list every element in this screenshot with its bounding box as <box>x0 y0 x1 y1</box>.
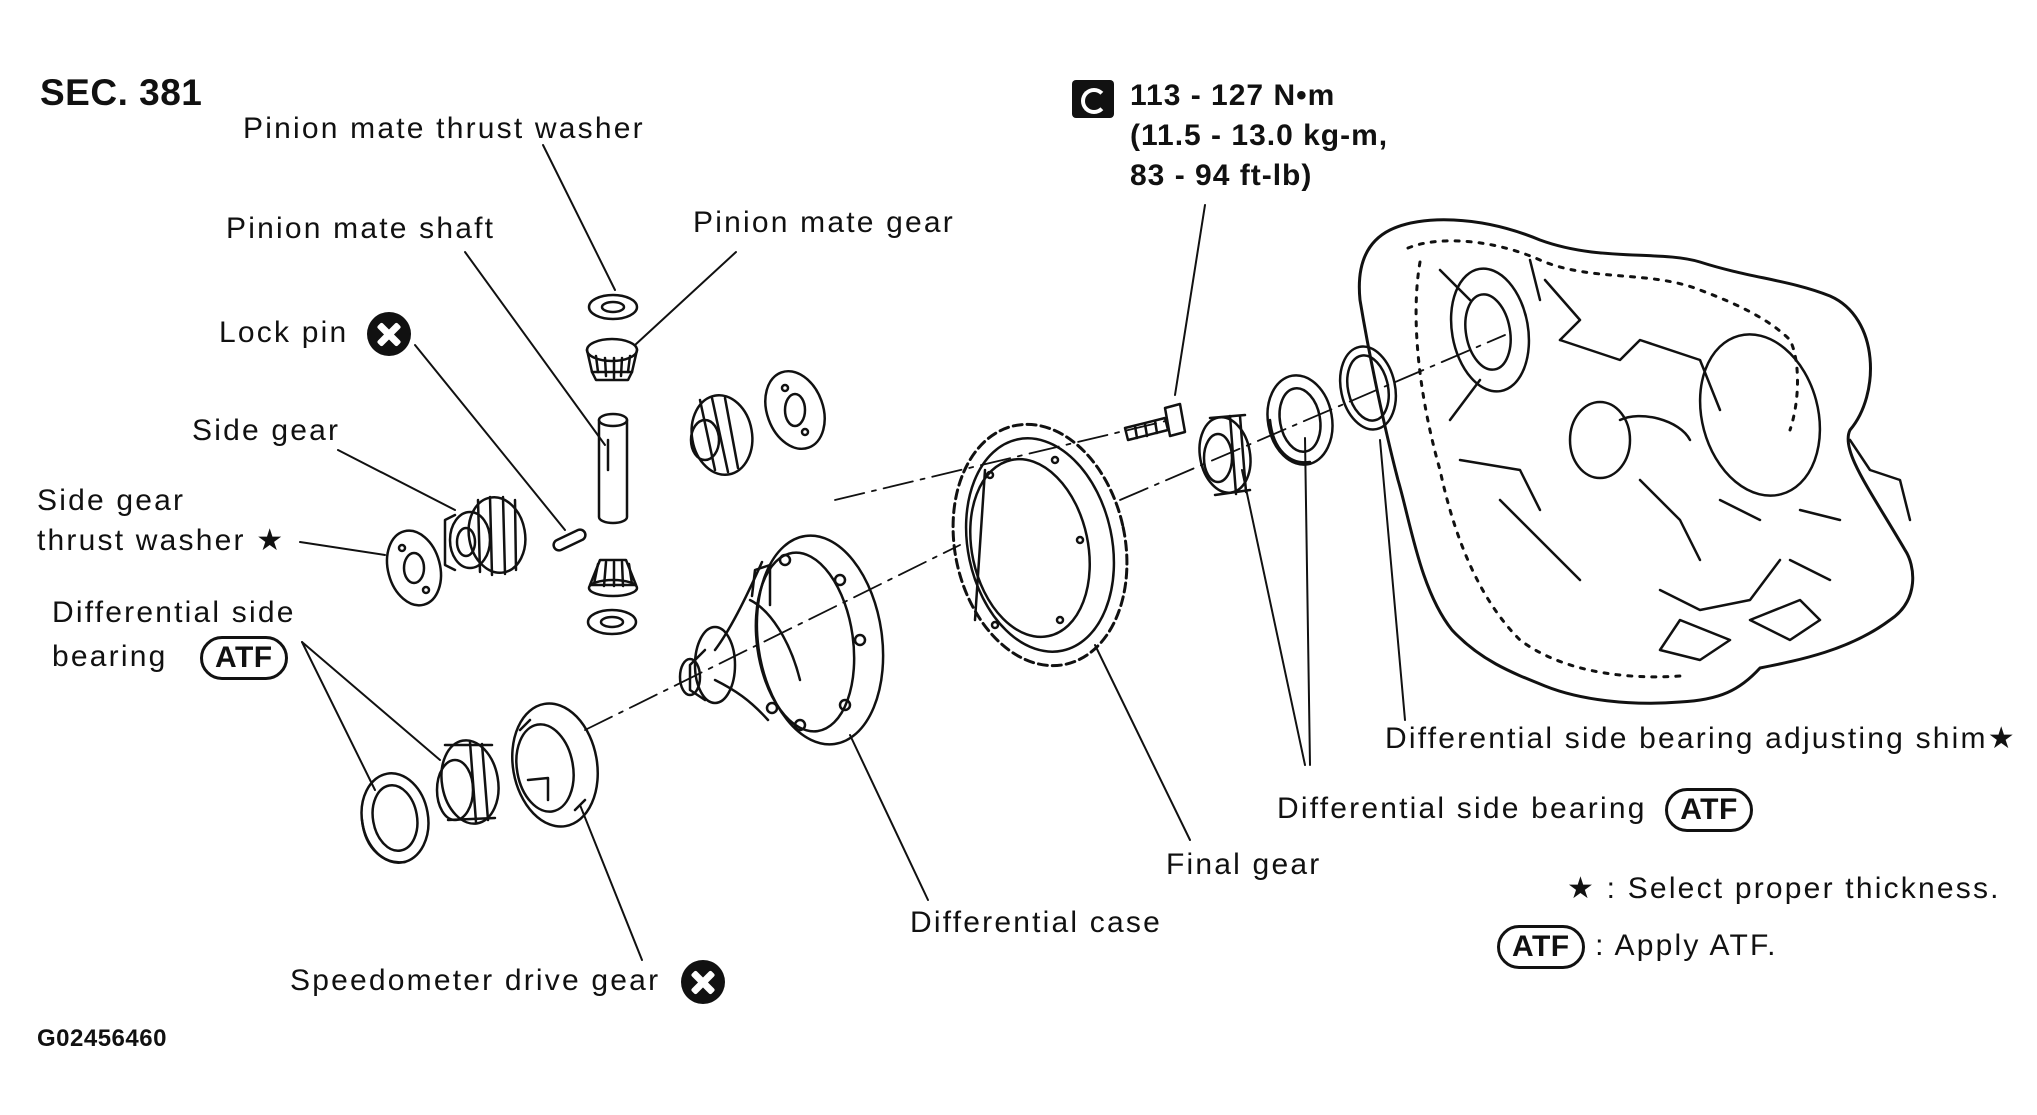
pinion-mate-gear-bottom <box>587 558 639 598</box>
atf-badge: ATF <box>200 636 288 680</box>
legend-star-text: : Select proper thickness. <box>1606 872 2001 905</box>
side-gear-thrust-washer-right <box>764 369 826 451</box>
axis-right <box>1119 334 1506 501</box>
replace-x-icon <box>680 960 725 1004</box>
torque-line-3: 83 - 94 ft-lb) <box>1130 159 1313 192</box>
label-final-gear: Final gear <box>1166 848 1322 881</box>
side-gear-left <box>443 495 527 577</box>
leader-lines <box>299 144 1406 961</box>
torque-line-1: 113 - 127 N•m <box>1130 79 1336 112</box>
axis-left <box>584 544 961 731</box>
leader-lock-pin <box>414 344 566 531</box>
speedometer-drive-gear <box>511 702 599 828</box>
label-differential-case: Differential case <box>910 906 1162 939</box>
legend-star: ★ : Select proper thickness. <box>1567 872 2001 906</box>
star-icon: ★ <box>1567 872 1597 905</box>
label-side-gear-thrust-washer-line2: thrust washer ★ <box>37 524 285 558</box>
torque-line-2: (11.5 - 13.0 kg-m, <box>1130 119 1389 152</box>
figure-code: G02456460 <box>37 1025 167 1052</box>
leader-final-gear <box>1094 644 1191 841</box>
leader-diff-bearing-right-b <box>1304 437 1311 766</box>
side-gear-thrust-washer-left <box>385 529 443 607</box>
legend-atf: ATF : Apply ATF. <box>1497 925 1778 969</box>
diff-bearing-right-text: Differential side bearing <box>1277 791 1647 825</box>
replace-x-icon <box>366 312 411 356</box>
final-gear <box>951 422 1129 668</box>
lock-pin <box>552 528 587 552</box>
adjusting-shim-text: Differential side bearing adjusting shim <box>1385 722 1988 755</box>
star-icon: ★ <box>256 524 286 557</box>
section-number: SEC. 381 <box>40 72 203 113</box>
axis-upper <box>834 419 1171 501</box>
leader-pinion-mate-shaft <box>464 251 606 446</box>
differential-case <box>678 534 885 746</box>
lock-pin-text: Lock pin <box>219 315 349 349</box>
transaxle-housing <box>1357 218 1915 705</box>
label-adjusting-shim: Differential side bearing adjusting shim… <box>1385 722 2017 756</box>
leader-differential-case <box>849 734 929 901</box>
label-pinion-mate-gear: Pinion mate gear <box>693 206 956 239</box>
side-gear-right <box>689 394 754 476</box>
leader-speedometer-gear <box>579 804 643 961</box>
diff-side-bearing-left-cone <box>435 739 500 825</box>
adjusting-shim <box>1338 345 1398 431</box>
leader-adjusting-shim <box>1379 439 1406 721</box>
leader-pinion-mate-thrust-washer <box>542 144 616 291</box>
pinion-mate-thrust-washer-bottom <box>586 608 638 636</box>
diff-side-bearing-right-race <box>1266 374 1334 466</box>
leader-torque-bolt <box>1174 204 1206 396</box>
torque-wrench-icon <box>1072 80 1114 118</box>
diff-bearing-left-text: bearing <box>52 639 168 673</box>
side-gear-thrust-washer-text: thrust washer <box>37 524 246 557</box>
label-diff-bearing-right: Differential side bearing ATF <box>1277 788 1753 832</box>
leader-diff-bearing-left-b <box>301 641 441 761</box>
ring-gear-bolt <box>1123 402 1187 442</box>
label-lock-pin: Lock pin <box>219 312 411 356</box>
label-side-gear: Side gear <box>192 414 341 447</box>
axis-lines <box>584 334 1506 731</box>
label-pinion-mate-shaft: Pinion mate shaft <box>226 212 496 245</box>
legend-atf-text: : Apply ATF. <box>1595 928 1778 962</box>
diff-side-bearing-right-cone <box>1198 413 1252 497</box>
speedometer-drive-gear-text: Speedometer drive gear <box>290 963 661 997</box>
leader-diff-bearing-right-a <box>1241 469 1306 766</box>
torque-spec: 113 - 127 N•m (11.5 - 13.0 kg-m, 83 - 94… <box>1072 76 1388 196</box>
diff-side-bearing-left-race <box>360 772 430 864</box>
label-pinion-mate-thrust-washer: Pinion mate thrust washer <box>243 112 645 145</box>
leader-side-gear-thrust-washer <box>299 541 386 556</box>
leader-diff-bearing-left-a <box>301 641 376 791</box>
pinion-mate-shaft <box>597 412 629 525</box>
leader-pinion-mate-gear <box>634 251 737 346</box>
label-side-gear-thrust-washer-line1: Side gear <box>37 484 186 517</box>
atf-badge: ATF <box>1497 925 1585 969</box>
leader-side-gear <box>337 449 456 511</box>
label-diff-bearing-left-line2: bearing ATF <box>52 636 288 680</box>
pinion-mate-gear-top <box>585 337 639 382</box>
pinion-mate-thrust-washer-top <box>587 293 639 321</box>
star-icon: ★ <box>1987 722 2017 755</box>
label-diff-bearing-left-line1: Differential side <box>52 596 296 629</box>
label-speedometer-drive-gear: Speedometer drive gear <box>290 960 725 1004</box>
atf-badge: ATF <box>1665 788 1753 832</box>
